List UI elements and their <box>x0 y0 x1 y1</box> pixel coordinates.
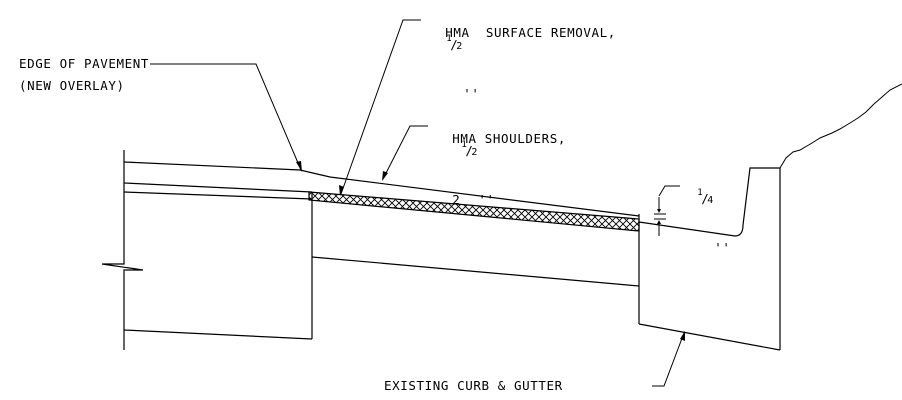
surface-removal-arrow <box>339 185 344 196</box>
fraction-denominator: 2 <box>456 41 463 52</box>
fraction-numerator: 1 <box>446 34 453 44</box>
quarter-inch-dimension <box>654 185 680 236</box>
fraction-denominator: 4 <box>707 194 714 206</box>
shoulders-whole-number: 2 <box>452 192 461 207</box>
shoulders-label: HMA SHOULDERS, 2 1 / 2 '' <box>436 120 566 207</box>
inch-mark: '' <box>463 86 480 101</box>
left-edge-line <box>101 150 144 350</box>
road-layer-line-upper <box>123 182 313 193</box>
curb-gutter-leader <box>652 332 685 387</box>
new-overlay-label: (NEW OVERLAY) <box>19 78 125 93</box>
surface-removal-label: HMA SURFACE REMOVAL, 1 / 2 '' <box>429 14 616 101</box>
road-layer-line-lower <box>123 191 313 200</box>
curb-gutter-arrow <box>680 331 685 341</box>
shoulders-fraction: 1 / 2 <box>461 140 479 158</box>
curb-bottom <box>638 323 781 351</box>
fraction-numerator: 1 <box>461 140 468 150</box>
base-layer-line <box>311 256 640 287</box>
quarter-inch-arrows <box>657 209 661 224</box>
inch-mark: '' <box>478 192 495 207</box>
surface-removal-leader <box>340 19 421 195</box>
shoulders-leader <box>382 125 428 180</box>
edge-of-pavement-leader <box>150 63 302 171</box>
road-top-surface <box>123 161 640 217</box>
existing-curb-gutter-label: EXISTING CURB & GUTTER <box>384 378 563 393</box>
quarter-inch-label: 1 / 4 '' <box>680 180 731 254</box>
surface-removal-text: HMA SURFACE REMOVAL, <box>445 24 616 40</box>
half-inch-fraction: 1 / 2 <box>446 34 463 52</box>
edge-of-pavement-label: EDGE OF PAVEMENT <box>19 56 150 71</box>
shoulders-text: HMA SHOULDERS, <box>452 130 567 146</box>
edge-of-pavement-arrow <box>296 161 302 172</box>
inch-mark: '' <box>714 239 731 255</box>
gutter-surface <box>638 167 781 350</box>
ground-line <box>779 83 902 169</box>
pavement-bottom <box>123 329 313 340</box>
shoulders-arrow <box>382 171 388 181</box>
quarter-inch-fraction: 1 / 4 <box>697 187 714 206</box>
fraction-numerator: 1 <box>697 187 704 198</box>
fraction-denominator: 2 <box>471 147 479 158</box>
